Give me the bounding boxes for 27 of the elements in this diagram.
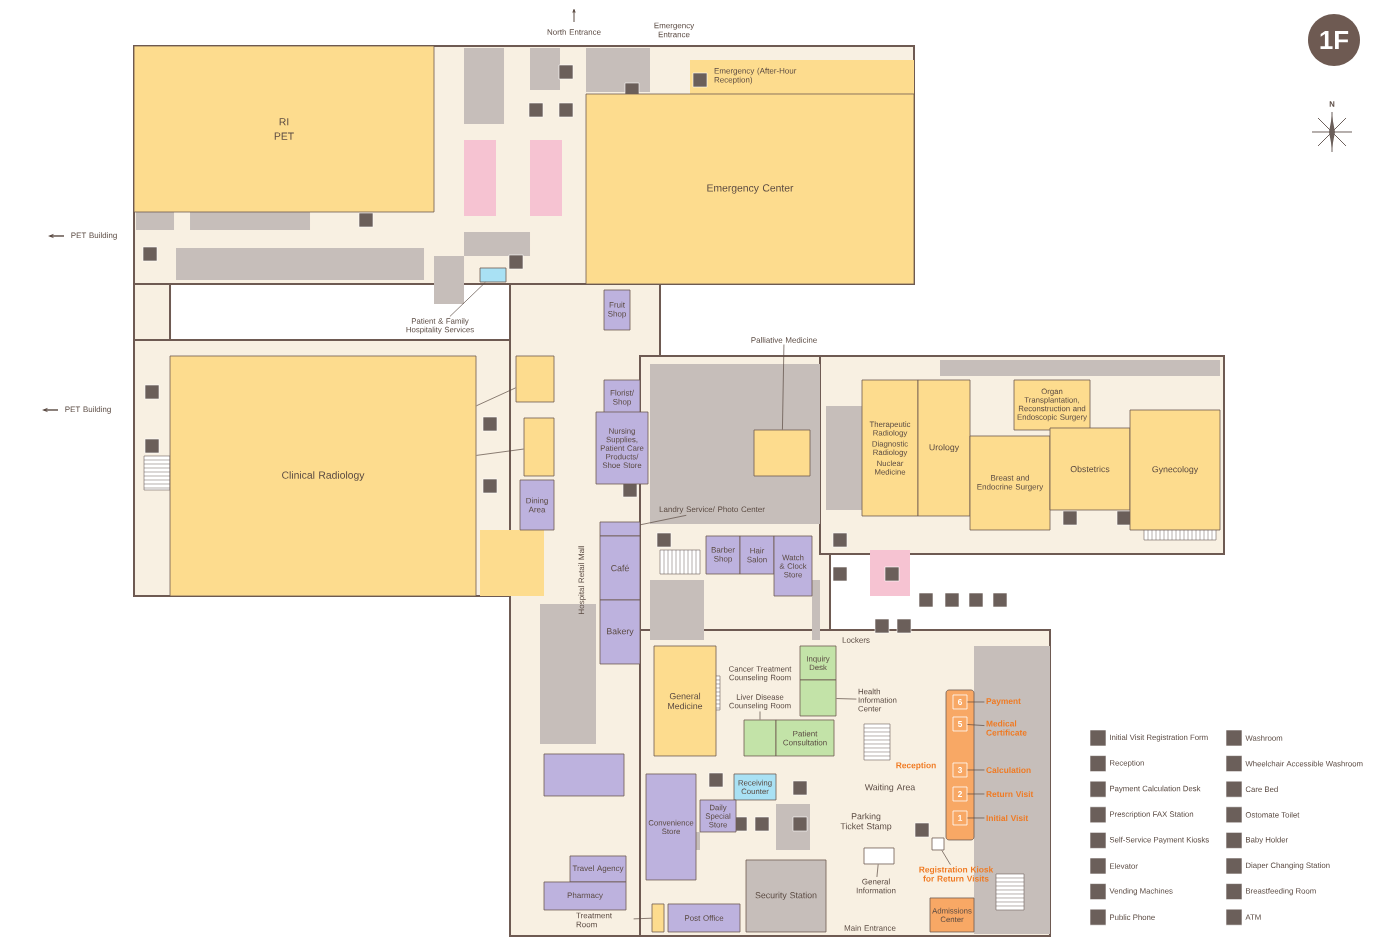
leader-line	[876, 864, 879, 878]
leader-line	[633, 917, 652, 920]
leader-line	[836, 698, 857, 700]
leader-line	[967, 724, 985, 726]
room	[479, 267, 507, 283]
floor-number: 1F	[1320, 31, 1349, 49]
leader-line	[967, 769, 985, 771]
kiosk	[931, 837, 945, 851]
leader-line	[476, 448, 524, 456]
leader-line	[782, 344, 785, 430]
room	[743, 719, 777, 757]
room	[523, 417, 555, 477]
room	[651, 903, 665, 933]
room	[799, 679, 837, 717]
leader-line	[967, 701, 985, 703]
leader-line	[759, 711, 761, 720]
leader-line	[449, 282, 486, 317]
shop	[543, 753, 625, 797]
leader-line	[967, 793, 985, 795]
leader-line	[476, 387, 516, 407]
leader-line	[941, 850, 951, 866]
room	[753, 429, 811, 477]
shop	[599, 521, 641, 537]
room	[515, 355, 555, 403]
information-desk	[863, 847, 895, 865]
leader-line	[967, 817, 985, 819]
leader-line	[640, 514, 687, 526]
